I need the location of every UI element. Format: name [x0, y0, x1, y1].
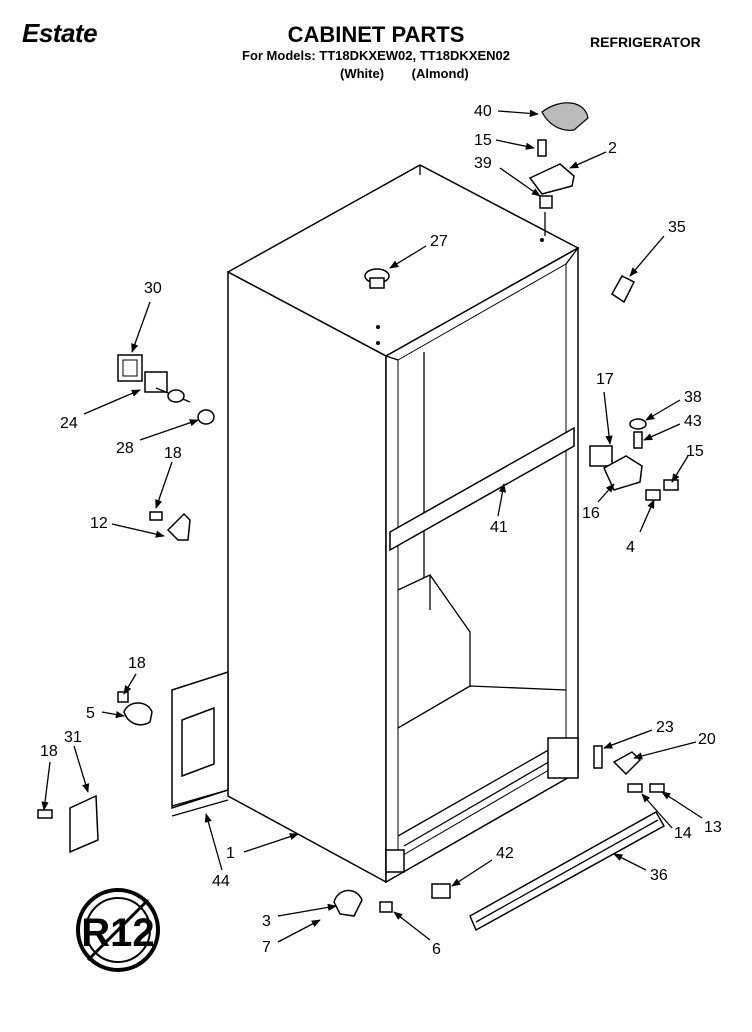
callout-39: 39: [474, 155, 492, 172]
callout-42: 42: [496, 845, 514, 862]
callout-18-lower: 18: [40, 743, 58, 760]
callout-13: 13: [704, 819, 722, 836]
callout-20: 20: [698, 731, 716, 748]
callout-35: 35: [668, 219, 686, 236]
screw-part: [379, 901, 393, 913]
callout-31: 31: [64, 729, 82, 746]
hinge-cover-part: [611, 275, 636, 304]
callout-14: 14: [674, 825, 692, 842]
callout-3: 3: [262, 913, 271, 930]
top-hinge-assembly: [528, 102, 589, 236]
callout-18-upper: 18: [164, 445, 182, 462]
callout-2: 2: [608, 140, 617, 157]
leader-lines: [41, 109, 703, 943]
callout-36: 36: [650, 867, 668, 884]
callout-30: 30: [144, 280, 162, 297]
callout-23: 23: [656, 719, 674, 736]
callout-44: 44: [212, 873, 230, 890]
callout-12: 12: [90, 515, 108, 532]
color-white: (White): [340, 66, 385, 81]
base-grille: [469, 810, 666, 932]
callout-16: 16: [582, 505, 600, 522]
cabinet-shell: [226, 164, 580, 884]
callout-17: 17: [596, 371, 614, 388]
clip-part: [431, 883, 451, 899]
callout-5: 5: [86, 705, 95, 722]
brand-logo: Estate: [22, 18, 98, 48]
color-variants: (White) (Almond): [340, 66, 493, 81]
page-title: CABINET PARTS: [287, 22, 465, 47]
color-almond: (Almond): [411, 66, 469, 81]
lower-left-hinge: [117, 691, 153, 726]
callout-41: 41: [490, 519, 508, 536]
badge-label: R12: [81, 911, 154, 955]
callout-38: 38: [684, 389, 702, 406]
callout-15-mid: 15: [686, 443, 704, 460]
callout-27: 27: [430, 233, 448, 250]
callout-1: 1: [226, 845, 235, 862]
callout-28: 28: [116, 440, 134, 457]
callout-7: 7: [262, 939, 271, 956]
side-bracket: [149, 511, 191, 541]
callout-40: 40: [474, 103, 492, 120]
divider-panel: [171, 670, 229, 817]
callout-6: 6: [432, 941, 441, 958]
callout-43: 43: [684, 413, 702, 430]
appliance-category: REFRIGERATOR: [590, 34, 701, 50]
door-stop-cam: [333, 889, 363, 917]
callout-24: 24: [60, 415, 78, 432]
callout-15-top: 15: [474, 132, 492, 149]
middle-hinge-assembly: [589, 418, 679, 501]
callout-labels: 40 15 2 39 27 35 30 24 28 18 12 17 38 43…: [40, 103, 722, 958]
callout-18-mid: 18: [128, 655, 146, 672]
callout-4: 4: [626, 539, 635, 556]
refrigerant-badge: R12: [76, 888, 160, 972]
side-cover: [69, 794, 99, 854]
model-numbers: For Models: TT18DKXEW02, TT18DKXEN02: [242, 48, 510, 63]
thermostat-knob-parts: [117, 354, 215, 425]
